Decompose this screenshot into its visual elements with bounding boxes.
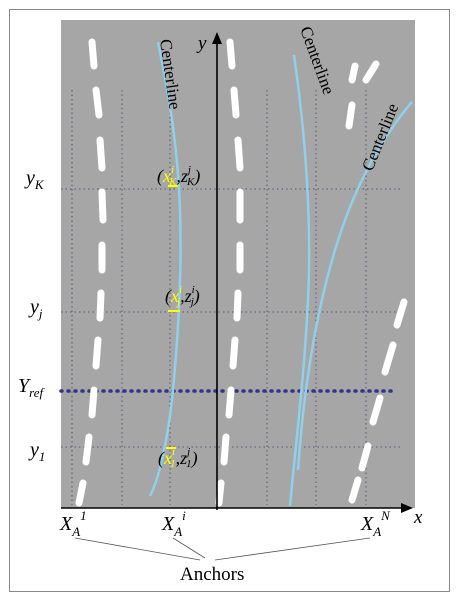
anchor-label-1: XA1	[59, 508, 87, 539]
label-yref: Yref	[18, 375, 45, 400]
lane-marking-right-lower	[348, 298, 408, 504]
centerline-left	[148, 41, 182, 497]
anchor-label-i: XAi	[161, 508, 186, 539]
grid-horizontal	[61, 188, 402, 448]
lane-markings	[75, 38, 408, 507]
anchor-label-N: XAN	[360, 508, 391, 539]
label-y1: y1	[28, 439, 45, 464]
anchor-connectors	[74, 537, 371, 561]
lane-marking-left	[75, 38, 107, 507]
y-axis-arrow	[212, 32, 222, 44]
lane-marking-middle	[215, 38, 244, 507]
centerlines	[148, 41, 413, 507]
axes	[61, 32, 413, 513]
y-axis-label: y	[196, 33, 207, 54]
label-yj: yj	[28, 296, 43, 321]
centerline-right	[296, 101, 413, 471]
lane-marking-right-upper	[345, 60, 380, 130]
x-axis-label: x	[413, 507, 423, 528]
svg-text:(xi1,zj1): (xi1,zj1)	[158, 446, 198, 470]
grid-vertical	[71, 90, 367, 505]
x-axis-arrow	[401, 503, 413, 513]
anchors-caption: Anchors	[180, 564, 244, 585]
label-yK: yK	[24, 167, 45, 192]
svg-text:(xij,zij): (xij,zij)	[165, 284, 200, 308]
svg-text:(xiK,zjK): (xiK,zjK)	[157, 164, 200, 188]
centerline-middle	[288, 54, 311, 507]
